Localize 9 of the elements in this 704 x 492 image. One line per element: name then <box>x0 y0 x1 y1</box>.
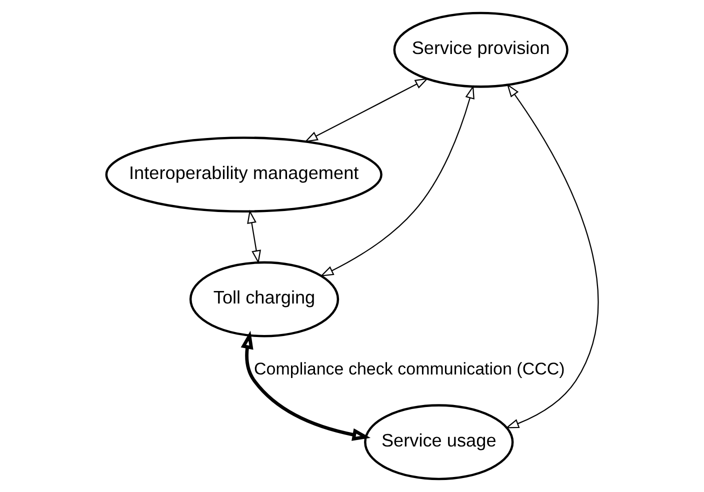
node-ellipse: Interoperability management <box>104 136 382 213</box>
arrow <box>246 210 261 264</box>
arrow <box>504 84 598 428</box>
node-ellipse: Toll charging <box>188 261 339 338</box>
node-ellipse: Service usage <box>364 404 514 480</box>
arrow <box>240 330 370 441</box>
edge-label: Compliance check communication (CCC) <box>253 360 564 379</box>
arrow <box>304 78 428 142</box>
arrow <box>320 85 474 277</box>
